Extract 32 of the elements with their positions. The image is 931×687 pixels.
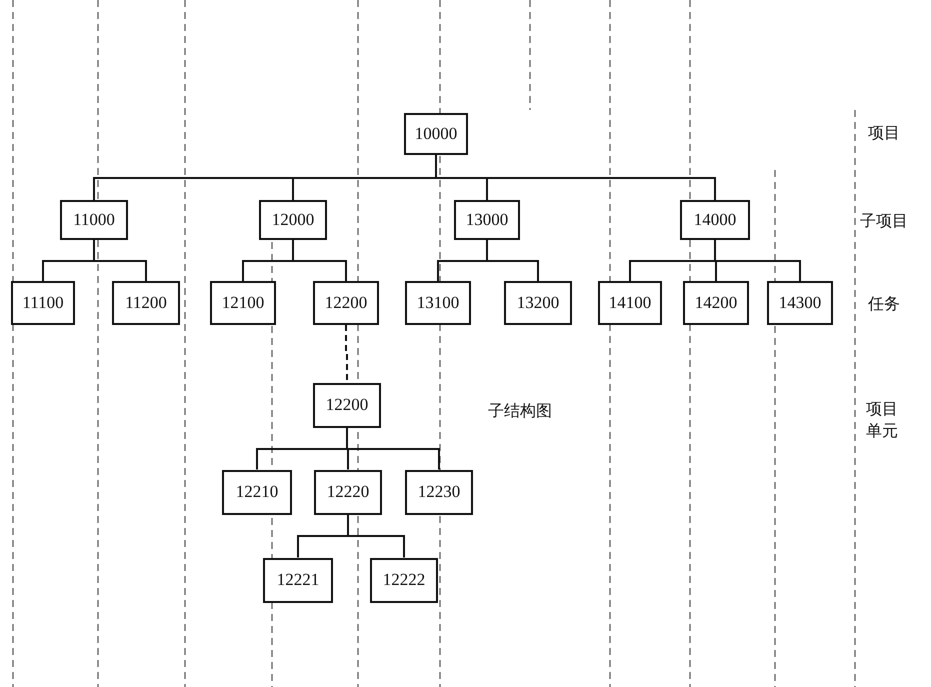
process-box: 14300 [767,281,833,325]
process-box: 14200 [683,281,749,325]
process-box: 12220 [314,470,382,514]
diagram-caption: 子结构图 [488,400,552,422]
connector-line [93,240,147,281]
process-box: 12100 [210,281,276,325]
process-box: 13000 [454,200,520,240]
process-box: 14000 [680,200,750,240]
process-box: 12200 [313,281,379,325]
level-label: 任务 [868,293,900,315]
process-box: 11100 [11,281,75,325]
process-box: 12200 [313,382,381,428]
level-label: 项目 [868,122,900,144]
connector-line [486,240,539,281]
process-box: 13200 [504,281,572,325]
connector-line [347,514,405,558]
process-box: 12222 [370,558,438,602]
process-box: 12221 [263,558,333,602]
level-label: 子项目 [860,210,908,232]
connector-line [435,155,716,200]
connector-line [346,428,440,470]
process-box: 12000 [259,200,327,240]
process-box: 13100 [405,281,471,325]
process-box: 12230 [405,470,473,514]
level-label: 项目单元 [866,398,899,442]
process-box: 11000 [60,200,128,240]
process-box: 14100 [598,281,662,325]
process-box: 12210 [222,470,292,514]
connector-line [292,240,347,281]
process-box: 10000 [404,113,468,155]
process-box: 11200 [112,281,180,325]
dashed-connector [345,325,348,382]
